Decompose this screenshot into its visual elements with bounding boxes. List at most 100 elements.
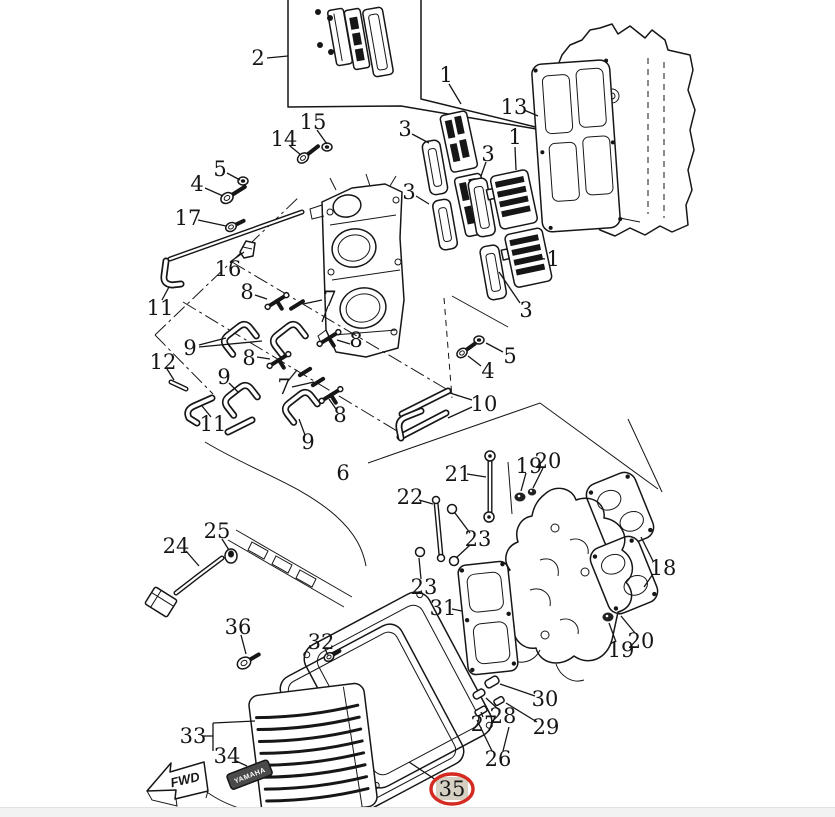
part-number-11: 11: [200, 412, 227, 436]
part-number-29: 29: [533, 715, 560, 739]
part-number-8: 8: [333, 403, 346, 427]
part-number-13: 13: [501, 95, 528, 119]
callout-25: 25: [204, 519, 230, 551]
leader-line: [480, 161, 487, 177]
small-parts-26-30: [472, 675, 505, 717]
callout-7: 7: [277, 369, 315, 399]
leader-line: [520, 472, 527, 492]
callout-11: 11: [147, 286, 174, 320]
callout-17: 17: [175, 206, 227, 230]
leader-line: [226, 172, 241, 181]
leader-line: [408, 761, 437, 781]
callout-18: 18: [640, 536, 677, 588]
callout-29: 29: [505, 702, 560, 739]
leader-line: [485, 342, 504, 353]
leader-line: [608, 622, 617, 643]
part-number-7: 7: [277, 375, 290, 399]
tee-fittings-8: [264, 291, 344, 405]
part-number-26: 26: [485, 747, 512, 771]
part-number-32: 32: [308, 630, 335, 654]
leader-line: [499, 683, 536, 697]
callout-12: 12: [150, 350, 176, 381]
gasket-13: [531, 58, 623, 233]
part-number-17: 17: [175, 206, 202, 230]
bolt-4-right: [456, 341, 477, 359]
part-number-27: 27: [471, 712, 498, 736]
leader-line: [324, 648, 329, 656]
nut-15: [321, 142, 333, 152]
part-number-23: 23: [411, 575, 438, 599]
highlight-ellipse-35: [429, 772, 475, 806]
leader-line: [640, 536, 654, 562]
highlight-box: [436, 777, 468, 800]
callout-13: 13: [501, 95, 539, 119]
bolt-4-left: [220, 184, 247, 205]
ribbed-cover-33: [248, 682, 378, 817]
leader-line: [476, 719, 493, 752]
part-number-14: 14: [271, 127, 298, 151]
bolt-17: [224, 218, 246, 233]
callout-27: 27: [471, 711, 498, 736]
leader-line: [498, 271, 521, 304]
callout-9: 9: [298, 418, 315, 454]
leader-line: [466, 473, 487, 478]
leader-line: [480, 711, 484, 718]
part-number-20: 20: [535, 449, 562, 473]
intake-manifold: [309, 173, 405, 358]
part-number-5: 5: [213, 157, 226, 181]
callout-8: 8: [240, 280, 268, 304]
part-number-11: 11: [147, 296, 174, 320]
part-number-18: 18: [650, 556, 677, 580]
choke-lever-24: [144, 555, 225, 618]
callout-31: 31: [430, 596, 463, 620]
callout-20: 20: [620, 615, 655, 653]
callout-4: 4: [190, 172, 224, 197]
callout-36: 36: [225, 615, 251, 655]
leader-line: [415, 195, 430, 205]
leader-line: [291, 381, 315, 388]
leader-line: [454, 512, 471, 534]
fwd-decal: FWD: [146, 761, 209, 807]
callout-23: 23: [454, 512, 491, 559]
part-number-8: 8: [240, 280, 253, 304]
leader-line: [643, 573, 654, 588]
fwd-label: FWD: [169, 769, 202, 790]
callout-8: 8: [242, 346, 271, 370]
leader-line: [287, 369, 298, 382]
link-rod-22: [431, 495, 446, 563]
construction-lines: [154, 195, 663, 816]
leader-line: [316, 129, 328, 145]
leader-line: [336, 339, 351, 345]
reed-valve-blocks: [485, 169, 553, 288]
part-number-19: 19: [608, 638, 635, 662]
part-number-8: 8: [242, 346, 255, 370]
leader-line: [485, 697, 499, 710]
hoses-9: [220, 320, 321, 436]
leader-line: [240, 634, 247, 655]
part-number-34: 34: [214, 744, 241, 768]
part-number-1: 1: [546, 247, 559, 271]
part-number-3: 3: [402, 180, 415, 204]
leader-line: [212, 720, 256, 724]
part-number-4: 4: [481, 359, 494, 383]
part-number-20: 20: [628, 629, 655, 653]
inset-box-part2: [287, 0, 561, 134]
part-number-10: 10: [471, 392, 498, 416]
part-number-1: 1: [508, 125, 521, 149]
leader-line: [418, 499, 434, 505]
callout-9: 9: [217, 365, 239, 393]
callout-2: 2: [251, 46, 289, 70]
leader-line: [197, 219, 227, 227]
leader-line: [229, 251, 245, 263]
callout-5: 5: [485, 342, 517, 368]
leader-line: [289, 145, 302, 156]
yamaha-emblem: YAMAHA: [226, 759, 273, 790]
callout-21: 21: [445, 462, 487, 486]
callout-3: 3: [480, 142, 495, 177]
callout-32: 32: [308, 630, 335, 656]
callout-19: 19: [608, 622, 635, 662]
part-number-3: 3: [519, 298, 532, 322]
leader-line: [161, 286, 170, 301]
